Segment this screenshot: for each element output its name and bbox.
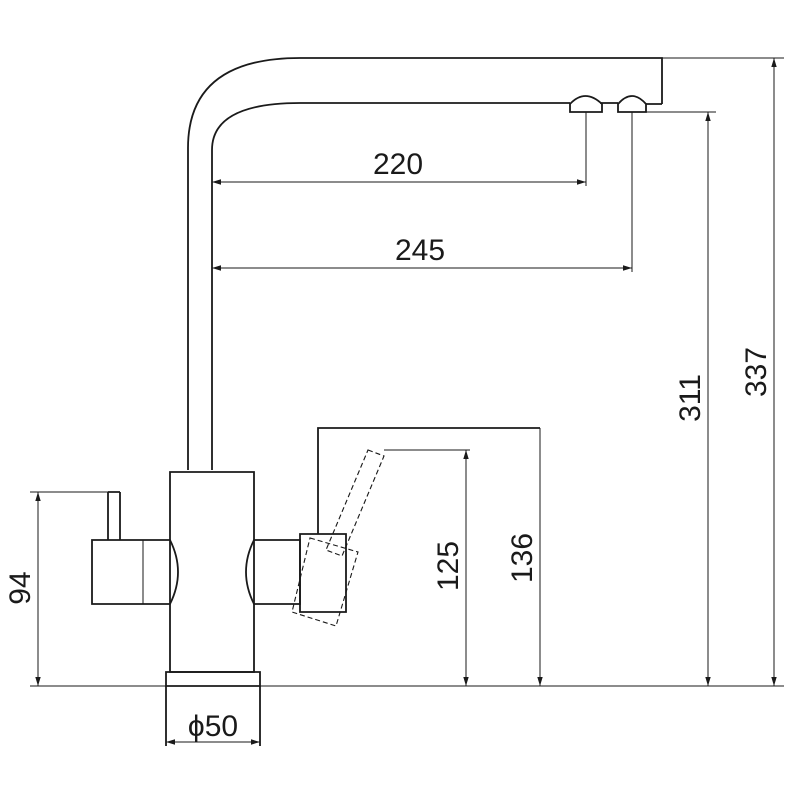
right-lever-alt-dashed: [325, 449, 385, 557]
spout-inner: [211, 102, 570, 470]
label-220: 220: [373, 148, 423, 181]
right-handle-alt-dashed: [291, 537, 359, 627]
nozzle-right: [617, 95, 647, 113]
dimension-labels: 220 245 337 311 136 125 94 ϕ50: [4, 148, 773, 743]
nozzle-left: [569, 95, 603, 113]
spout-outer: [187, 57, 663, 470]
label-94: 94: [4, 571, 37, 604]
right-lever: [317, 427, 540, 534]
right-handle-block: [299, 533, 347, 613]
main-body: [169, 471, 255, 673]
label-245: 245: [395, 234, 445, 267]
label-136: 136: [506, 533, 539, 583]
label-337: 337: [740, 347, 773, 397]
label-diameter-50: ϕ50: [188, 710, 238, 743]
base-neck: [165, 686, 261, 746]
label-311: 311: [674, 374, 707, 422]
left-handle-body: [91, 539, 179, 605]
spout-tip: [600, 102, 662, 105]
faucet-outline: [91, 57, 663, 746]
left-handle-stem: [107, 491, 121, 540]
label-125: 125: [432, 541, 465, 591]
dimension-lines: [35, 58, 777, 745]
right-valve-body: [245, 539, 301, 605]
base-flange: [165, 671, 261, 687]
